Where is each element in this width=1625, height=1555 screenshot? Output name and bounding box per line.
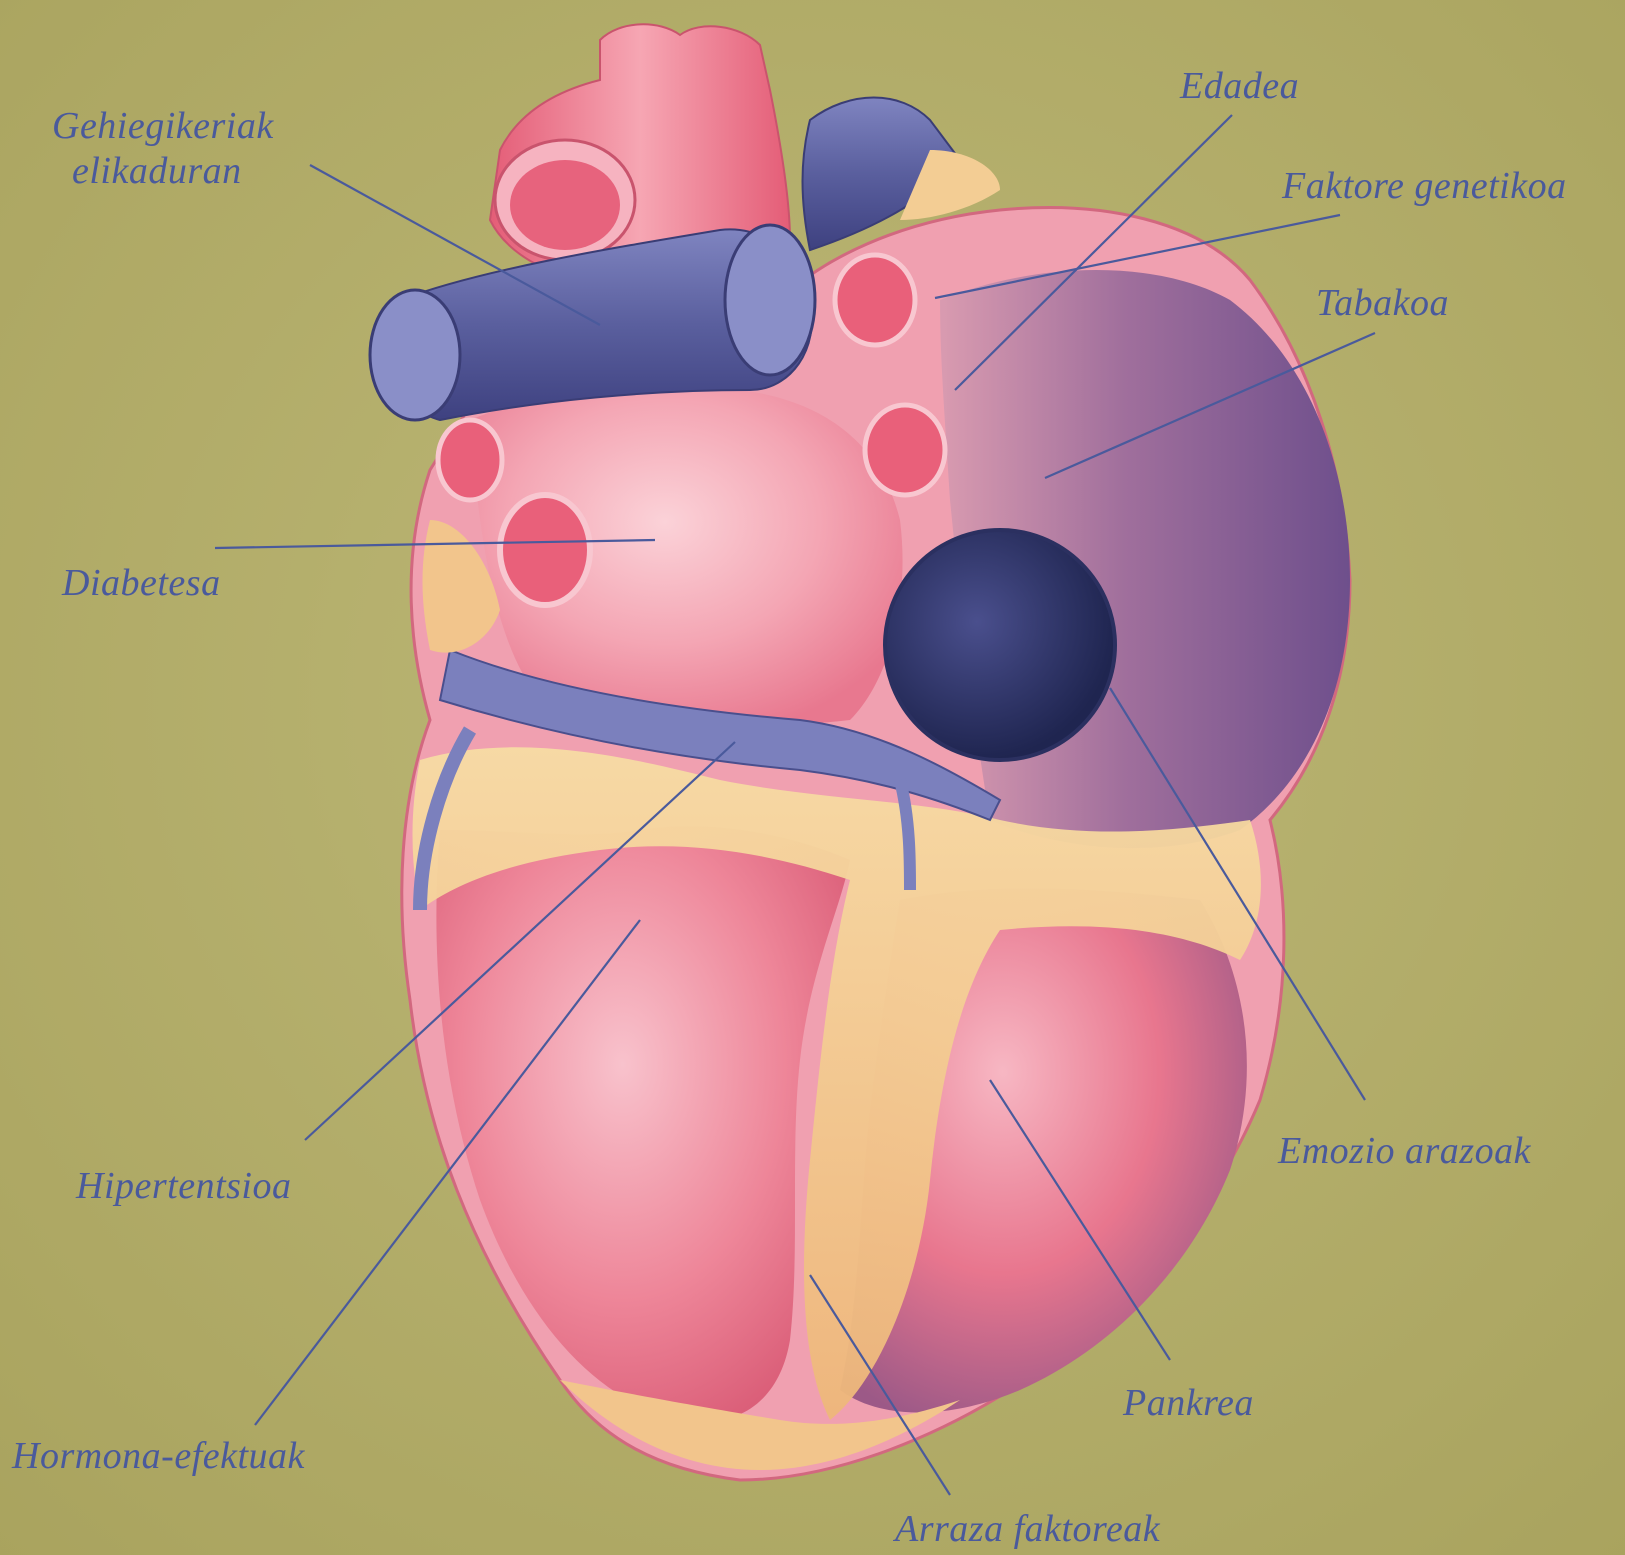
small-vein-2 (865, 405, 945, 495)
aorta-lumen (510, 160, 620, 250)
label-hormona-efektuak: Hormona-efektuak (12, 1435, 305, 1477)
small-vein-1 (835, 255, 915, 345)
label-pankrea: Pankrea (1123, 1382, 1254, 1424)
left-ventricle (436, 826, 850, 1422)
label-gehiegikeriak-line1: Gehiegikeriak (52, 105, 274, 147)
label-edadea: Edadea (1180, 65, 1299, 107)
pulmonary-opening-right (725, 225, 815, 375)
pulmonary-opening-left (370, 290, 460, 420)
label-faktore-genetikoa: Faktore genetikoa (1282, 165, 1567, 207)
label-emozio-arazoak: Emozio arazoak (1278, 1130, 1531, 1172)
label-arraza-faktoreak: Arraza faktoreak (895, 1508, 1160, 1550)
small-vein-3 (438, 420, 502, 500)
label-gehiegikeriak-line2: elikaduran (72, 150, 242, 192)
small-vein-4 (500, 495, 590, 605)
label-tabakoa: Tabakoa (1316, 282, 1449, 324)
label-diabetesa: Diabetesa (62, 562, 221, 604)
label-hipertentsioa: Hipertentsioa (76, 1165, 291, 1207)
inferior-vena-cava (885, 530, 1115, 760)
